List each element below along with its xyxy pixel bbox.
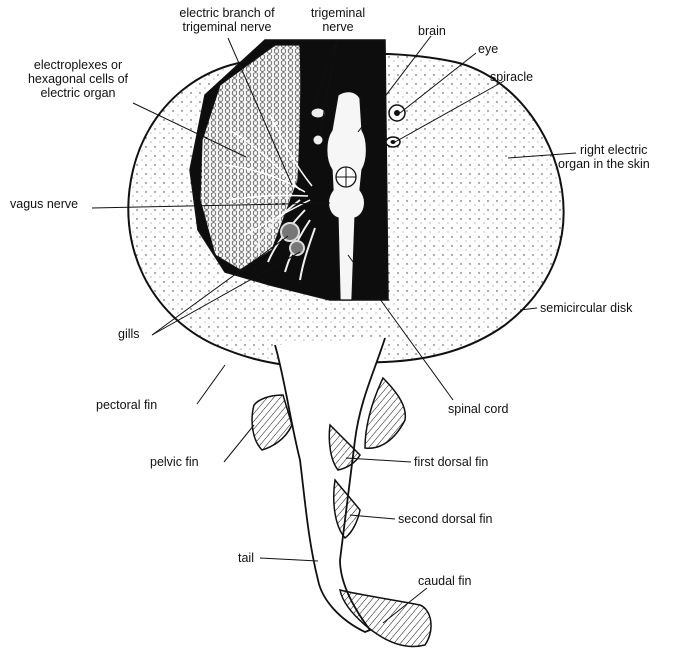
label-electroplexes: electroplexes or hexagonal cells of elec… — [14, 58, 142, 100]
label-first-dorsal-fin: first dorsal fin — [414, 455, 488, 469]
label-right-electric-organ: right electric organ in the skin — [558, 143, 650, 171]
pelvic-fin-right — [365, 378, 405, 448]
tail-body — [275, 338, 385, 632]
label-second-dorsal-fin: second dorsal fin — [398, 512, 493, 526]
label-pelvic-fin: pelvic fin — [150, 455, 199, 469]
label-caudal-fin: caudal fin — [418, 574, 472, 588]
label-spiracle: spiracle — [490, 70, 533, 84]
label-trigeminal-nerve: trigeminal nerve — [296, 6, 380, 34]
label-brain: brain — [418, 24, 446, 38]
label-tail: tail — [238, 551, 254, 565]
label-semicircular-disk: semicircular disk — [540, 301, 632, 315]
label-vagus-nerve: vagus nerve — [10, 197, 78, 211]
label-pectoral-fin: pectoral fin — [96, 398, 157, 412]
label-gills: gills — [118, 327, 140, 341]
pelvic-fin-left — [252, 395, 292, 450]
label-spinal-cord: spinal cord — [448, 402, 508, 416]
label-electric-branch: electric branch of trigeminal nerve — [148, 6, 306, 34]
label-eye: eye — [478, 42, 498, 56]
